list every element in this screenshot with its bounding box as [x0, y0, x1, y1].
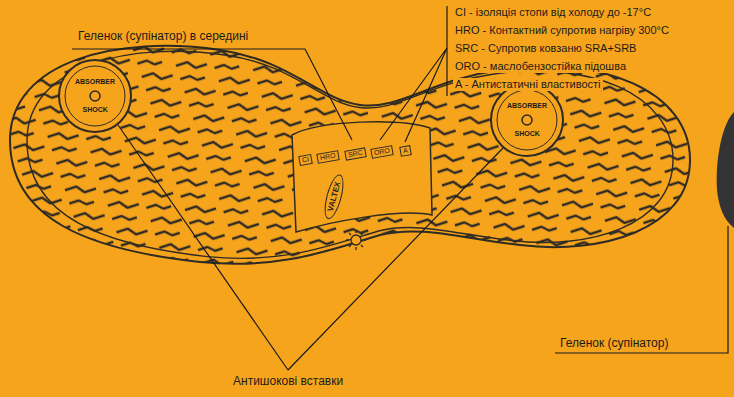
sole-marking: CI: [298, 154, 312, 166]
insert-marking: SHOCK: [83, 106, 108, 114]
insert-marking: ABSORBER: [75, 78, 115, 86]
insert-marking: ABSORBER: [507, 102, 547, 110]
property-note: ORO - маслобензостійка підошва: [453, 60, 628, 73]
boot-shape: [717, 112, 734, 228]
sole-inner-outline: [27, 51, 673, 258]
callout-label: Антишокові вставки: [231, 375, 345, 389]
shank-area: [292, 122, 432, 232]
insert-marking: SHOCK: [515, 130, 540, 138]
sole-marking: SRC: [344, 147, 366, 160]
sole-marking: HRO: [316, 150, 339, 163]
shock-insert-right: [491, 84, 563, 156]
leader-lines: [72, 6, 728, 370]
sole-marking: ORO: [370, 145, 393, 158]
property-note: A - Антистатичні властивості: [453, 78, 603, 91]
sun-symbol: [346, 230, 366, 250]
sole-marking: A: [399, 145, 411, 156]
callout-label: Геленок (супінатор): [558, 337, 670, 351]
property-note: SRC - Супротив ковзаню SRA+SRB: [453, 42, 638, 55]
brand-badge: VALTEX: [321, 172, 348, 221]
property-note: HRO - Контактний супротив нагріву 300°C: [453, 24, 671, 37]
shock-insert-left: [59, 60, 131, 132]
callout-label: Геленок (супінатор) в середині: [76, 30, 250, 44]
property-note: CI - ізоляція стопи від холоду до -17°C: [453, 6, 653, 19]
